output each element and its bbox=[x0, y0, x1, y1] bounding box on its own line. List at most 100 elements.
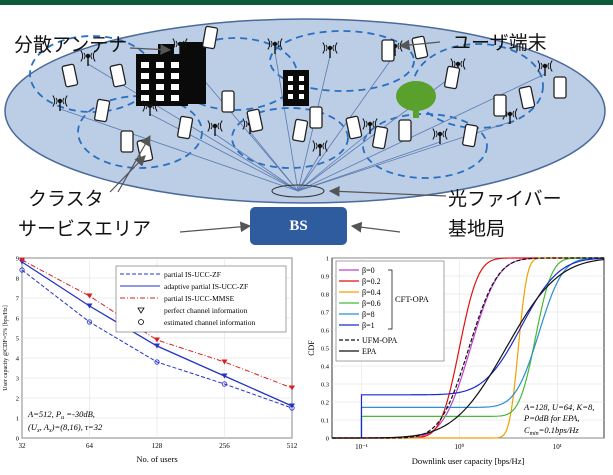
building-window bbox=[141, 95, 149, 101]
smartphone-icon bbox=[309, 106, 323, 129]
fiber-bundle-ring bbox=[271, 184, 325, 198]
network-diagram: 分散アンテナ ユーザ端末 クラスタ 光ファイバー サービスエリア 基地局 BS bbox=[0, 6, 613, 246]
x-tick-label: 10⁰ bbox=[454, 443, 464, 451]
fiber-line bbox=[297, 141, 441, 192]
label-arrow bbox=[129, 44, 172, 55]
label-base-station: 基地局 bbox=[448, 218, 506, 240]
legend-label: β=0 bbox=[362, 266, 375, 275]
building-window bbox=[288, 85, 293, 90]
smartphone-icon bbox=[246, 108, 264, 133]
smartphone-icon bbox=[518, 85, 536, 110]
series-line bbox=[360, 257, 605, 438]
smartphone-icon bbox=[372, 125, 389, 150]
annotation-line-1: A=128, U=64, K=8, bbox=[523, 402, 594, 412]
y-tick-label: 0.6 bbox=[321, 328, 330, 335]
data-point-triangle bbox=[289, 403, 295, 409]
building-window bbox=[171, 84, 179, 90]
data-point-triangle bbox=[221, 373, 228, 379]
building-window bbox=[171, 62, 179, 68]
smartphone-icon bbox=[221, 90, 235, 113]
smartphone-icon bbox=[292, 118, 309, 143]
fiber-line bbox=[214, 133, 299, 192]
building-window bbox=[299, 76, 304, 81]
y-tick-label: 0 bbox=[326, 436, 329, 443]
label-arrow bbox=[350, 221, 401, 233]
building-icon bbox=[283, 70, 309, 106]
building-windows bbox=[141, 62, 304, 101]
smartphone-icon bbox=[444, 65, 461, 90]
y-tick-label: 0.1 bbox=[321, 418, 329, 425]
series-line bbox=[21, 269, 293, 409]
cluster-outline bbox=[362, 113, 488, 179]
cluster-outline bbox=[269, 30, 415, 92]
series-line bbox=[331, 258, 605, 439]
building-window bbox=[288, 94, 293, 99]
smartphone-icon bbox=[381, 39, 395, 62]
cluster-outline bbox=[231, 107, 349, 169]
building-window bbox=[141, 73, 149, 79]
antenna-icon bbox=[142, 100, 158, 116]
antenna-icon bbox=[537, 60, 553, 76]
antenna-icon bbox=[80, 50, 96, 66]
antenna-icon bbox=[362, 118, 378, 134]
x-tick-label: 128 bbox=[152, 442, 163, 450]
header-bar bbox=[0, 0, 613, 5]
y-axis-label: User capacity @CDF=5% [bps/Hz] bbox=[3, 305, 9, 390]
building-icon bbox=[180, 42, 206, 104]
data-point-circle bbox=[86, 319, 93, 325]
x-tick-label: 512 bbox=[287, 442, 298, 450]
label-arrow bbox=[398, 39, 441, 51]
y-tick-label: 0 bbox=[16, 436, 19, 443]
data-point-circle bbox=[221, 381, 228, 387]
label-service-area: サービスエリア bbox=[18, 218, 152, 240]
y-tick-label: 3 bbox=[16, 376, 19, 383]
base-station-box: BS bbox=[250, 207, 347, 245]
legend-label: estimated channel information bbox=[164, 318, 255, 327]
y-tick-label: 2 bbox=[16, 396, 19, 403]
y-tick-label: 0.3 bbox=[321, 382, 329, 389]
smartphone-icon bbox=[553, 76, 567, 99]
y-tick-label: 1 bbox=[326, 256, 329, 263]
y-tick-label: 8 bbox=[16, 276, 19, 283]
legend-bracket bbox=[388, 269, 393, 330]
fiber-line bbox=[274, 51, 299, 192]
legend-label: perfect channel information bbox=[164, 306, 248, 315]
label-arrows bbox=[109, 39, 447, 233]
antenna-icon bbox=[52, 95, 68, 111]
legend-group-label: CFT-OPA bbox=[395, 294, 430, 304]
fiber-line bbox=[59, 108, 299, 192]
y-tick-label: 0.5 bbox=[321, 346, 329, 353]
legend-label: β=1 bbox=[362, 321, 375, 330]
antenna-icon bbox=[432, 128, 448, 144]
smartphone-icon bbox=[411, 35, 429, 60]
building-window bbox=[299, 94, 304, 99]
legend-label: β=8 bbox=[362, 310, 375, 319]
y-tick-label: 0.7 bbox=[321, 310, 330, 317]
building-window bbox=[156, 73, 164, 79]
antenna-icon bbox=[207, 120, 223, 136]
label-distributed-antennas: 分散アンテナ bbox=[14, 34, 128, 56]
data-point-triangle bbox=[154, 337, 160, 343]
antenna-icon bbox=[322, 42, 338, 58]
building-window bbox=[171, 95, 179, 101]
data-point-triangle bbox=[221, 359, 228, 365]
smartphone-icon bbox=[345, 115, 363, 140]
x-axis-label: Downlink user capacity [bps/Hz] bbox=[412, 456, 525, 466]
smartphone-icon bbox=[493, 94, 507, 117]
smartphone-icon bbox=[398, 119, 412, 142]
series-line bbox=[360, 257, 605, 438]
y-tick-label: 7 bbox=[16, 296, 20, 303]
legend-marker bbox=[137, 307, 145, 314]
building-window bbox=[288, 76, 293, 81]
x-tick-label: 10⁻¹ bbox=[355, 443, 368, 451]
fiber-line bbox=[249, 131, 299, 192]
antenna-icon bbox=[172, 38, 188, 54]
data-point-circle bbox=[154, 359, 160, 365]
building-window bbox=[299, 85, 304, 90]
